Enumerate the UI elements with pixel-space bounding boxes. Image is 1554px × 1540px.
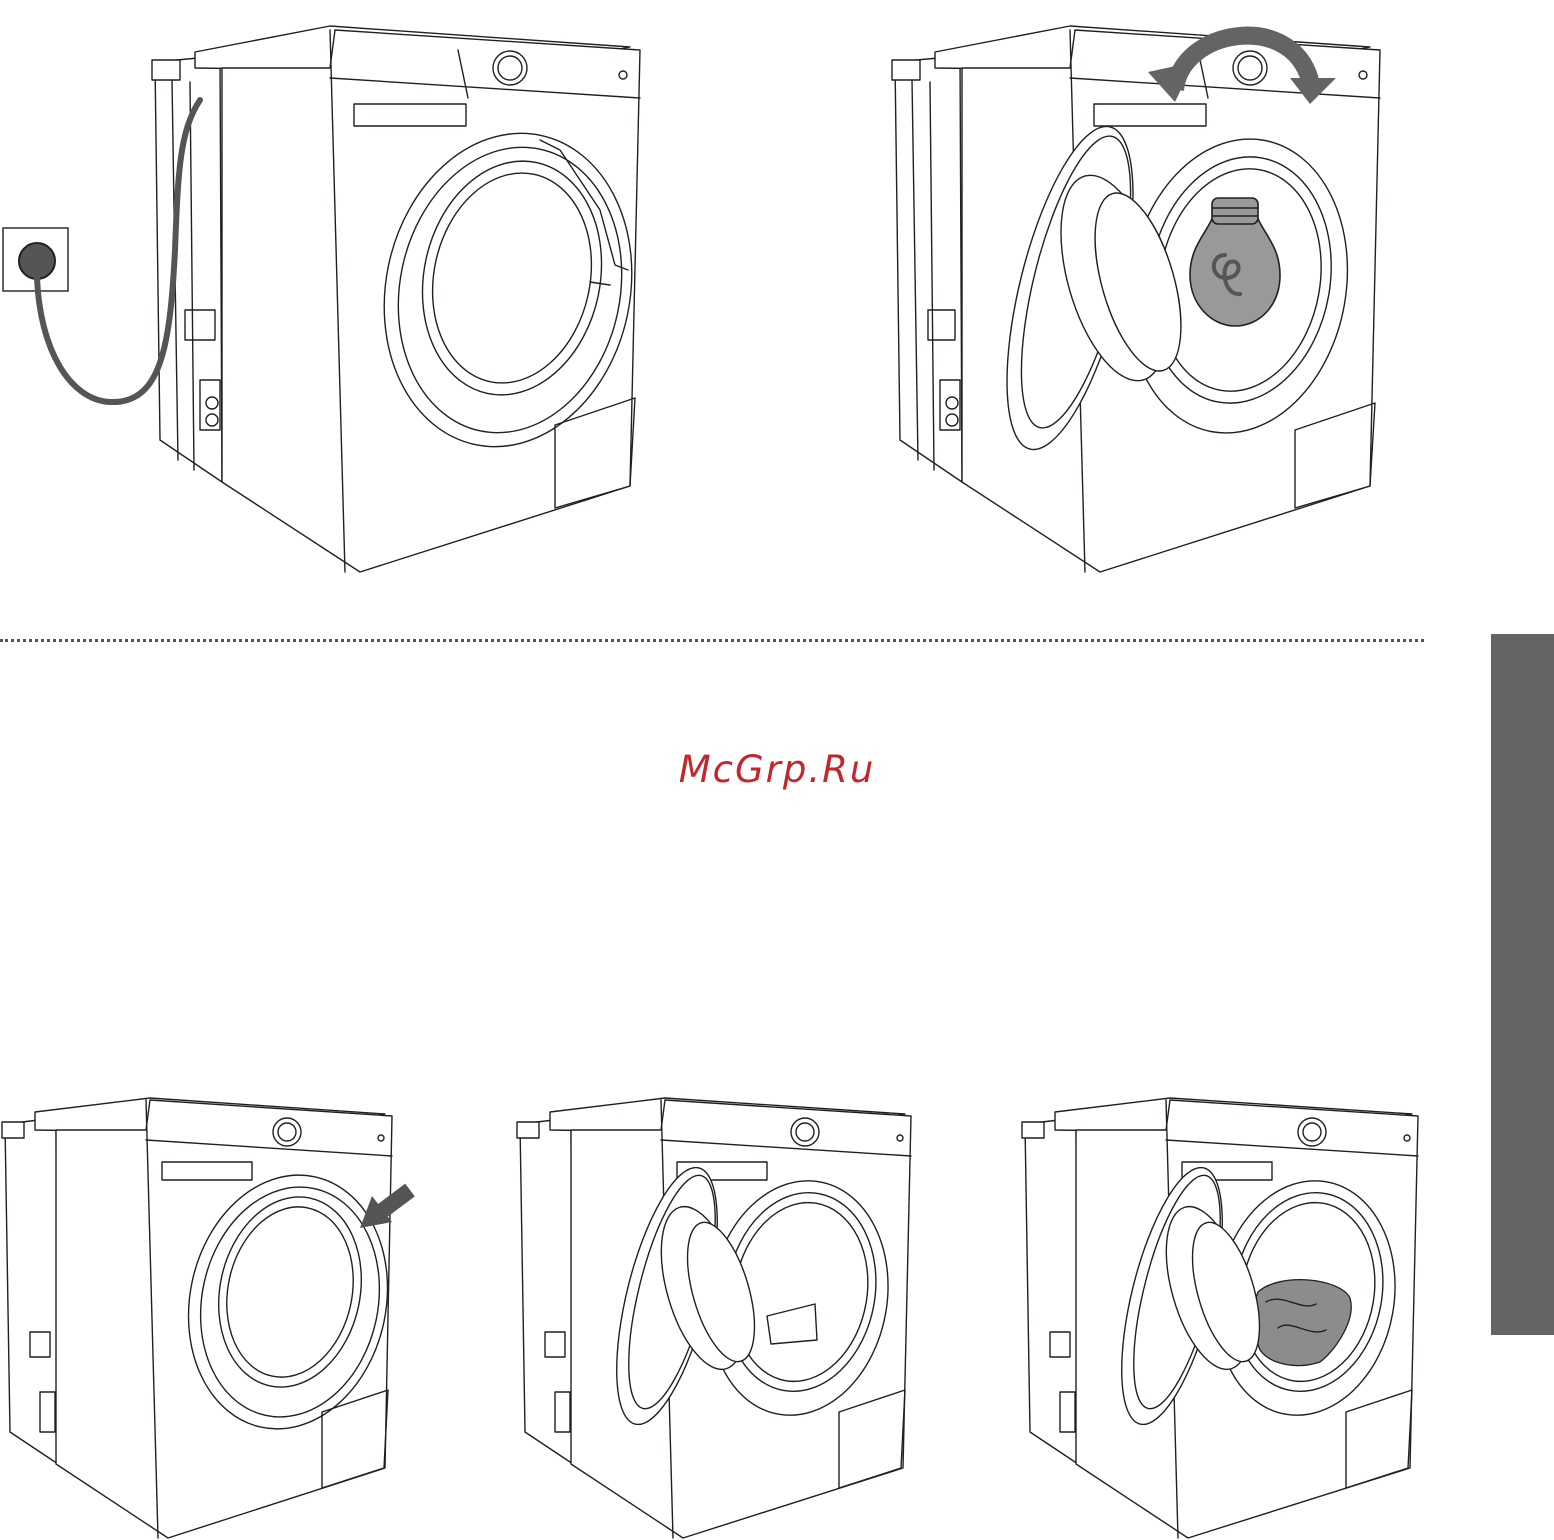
push-door-icon bbox=[0, 1092, 430, 1540]
open-door-light-bulb-icon bbox=[890, 0, 1410, 590]
dotted-divider bbox=[0, 639, 1424, 642]
load-laundry-icon bbox=[1020, 1092, 1424, 1540]
side-tab bbox=[1491, 634, 1554, 1335]
plug-icon bbox=[19, 243, 55, 279]
watermark-text: McGrp.Ru bbox=[0, 748, 1554, 791]
plug-in-washing-machine-icon bbox=[0, 20, 700, 590]
door-open-icon bbox=[515, 1092, 915, 1540]
